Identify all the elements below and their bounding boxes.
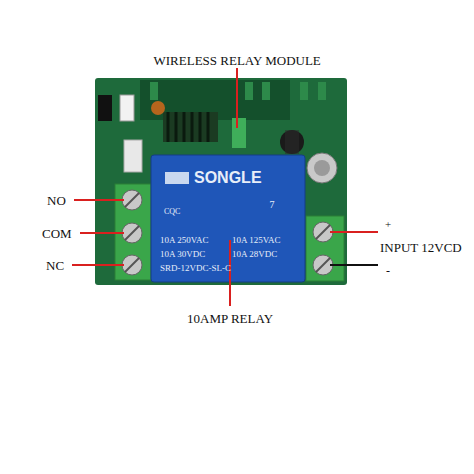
relay-marking: 7 [270,200,275,210]
learn-button [124,140,142,172]
capacitor [280,130,304,154]
leader-line [229,240,231,306]
coil-component [232,118,246,148]
pcb-board [95,78,347,285]
component [262,82,270,100]
leader-line [72,264,124,266]
leader-line [80,232,124,234]
terminal-block [306,216,344,281]
component [150,82,158,100]
polarity-label: - [386,265,390,277]
relay-marking: 10A 28VDC [232,250,277,259]
jumper [120,95,134,121]
pin-label: NC [46,259,64,272]
pin-label: NO [47,194,66,207]
antenna-coil [163,112,218,142]
leader-line [330,264,378,266]
relay-marking: SRD-12VDC-SL-C [160,264,231,273]
leader-line [330,231,378,233]
inductor [151,101,165,115]
relay-body [151,155,305,282]
jumper [98,95,112,121]
component [300,82,308,100]
signal-label: INPUT 12VCD [380,241,462,254]
leader-line [236,68,238,128]
part-label: 10AMP RELAY [187,312,273,325]
relay-marking: 10A 30VDC [160,250,205,259]
relay-marking: 10A 125VAC [232,236,281,245]
relay-marking: CQC [164,208,180,216]
relay-marking: 10A 250VAC [160,236,209,245]
relay-logo [165,172,189,184]
relay-marking: SONGLE [194,170,262,186]
part-label: WIRELESS RELAY MODULE [154,54,321,67]
capacitor-top [314,160,330,176]
pin-label: COM [42,227,72,240]
terminal-screw [122,255,142,275]
leader-line [74,199,124,201]
terminal-screw [122,190,142,210]
polarity-label: + [385,219,391,230]
component [245,82,253,100]
terminal-screw [122,223,142,243]
component [318,82,326,100]
capacitor [307,153,337,183]
capacitor-body [285,130,299,154]
